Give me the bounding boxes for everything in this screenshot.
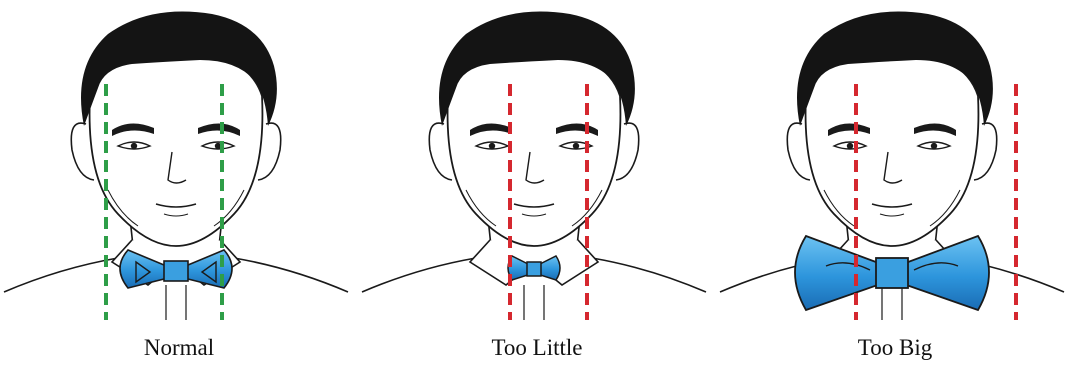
caption-too-big: Too Big: [716, 336, 1073, 359]
panel-too-little: Too Little: [358, 0, 716, 366]
caption-normal: Normal: [0, 336, 358, 359]
illustration-normal: [0, 0, 358, 320]
illustration-too-big: [716, 0, 1073, 320]
illustration-too-little: [358, 0, 716, 320]
caption-too-little: Too Little: [358, 336, 716, 359]
panel-normal: Normal: [0, 0, 358, 366]
panel-too-big: Too Big: [716, 0, 1073, 366]
